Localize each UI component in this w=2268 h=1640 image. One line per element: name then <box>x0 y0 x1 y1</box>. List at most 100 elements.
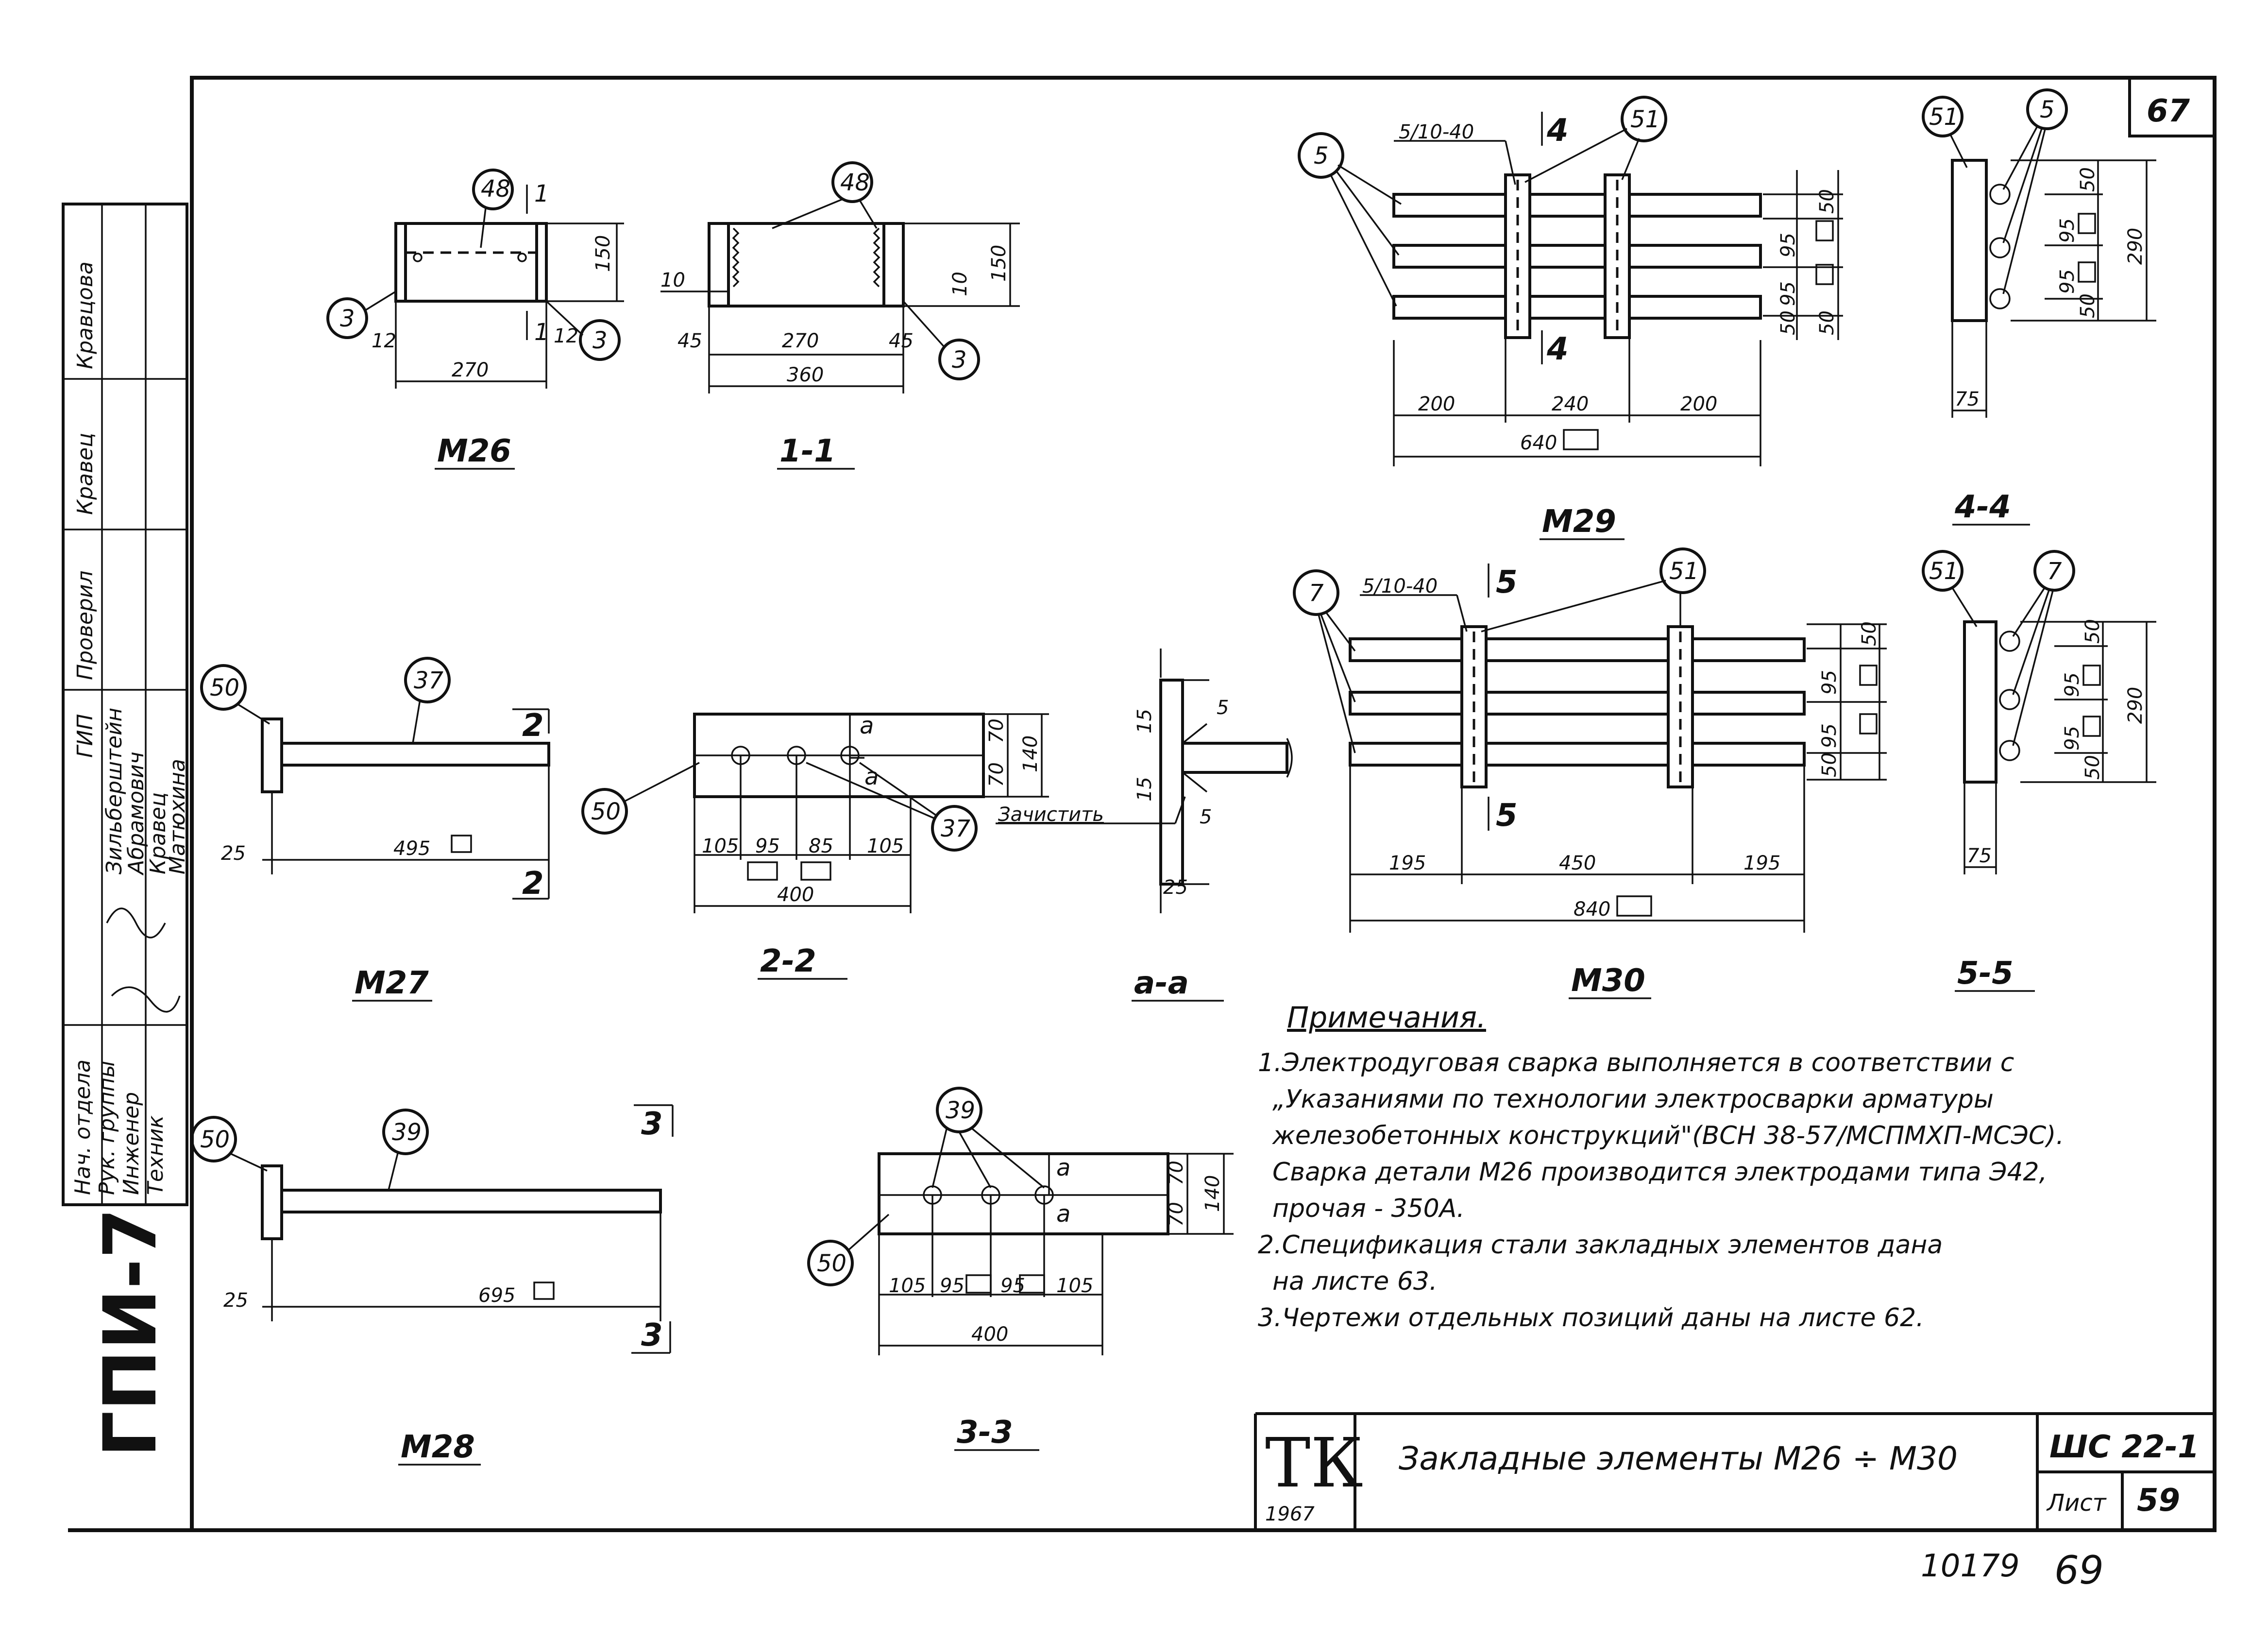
m26-title: М26 <box>437 433 511 469</box>
s1-dim-45a: 45 <box>677 330 702 352</box>
view-section-5-5: 75 290 50 95 95 50 51 7 5-5 <box>1922 550 2156 992</box>
s3-dim-1: 105 <box>889 1275 926 1297</box>
s5-title: 5-5 <box>1957 956 2014 991</box>
s2-dim-2: 95 <box>755 835 780 857</box>
m26-callout-3b: 3 <box>592 327 608 354</box>
s3-title: 3-3 <box>957 1415 1013 1451</box>
m29-callout-5: 5 <box>1314 142 1329 170</box>
m30-callout-7: 7 <box>1309 580 1324 607</box>
s4-title: 4-4 <box>1954 489 2011 525</box>
view-section-a-a: Зачистить 15 15 25 5 5 а-а <box>996 649 1293 1002</box>
view-section-2-2: 105 95 85 105 400 70 70 140 а а 50 37 2-… <box>581 712 1049 980</box>
m29-callout-51: 51 <box>1630 106 1660 133</box>
m28-callout-50: 50 <box>200 1126 230 1153</box>
m30-dim-450: 450 <box>1559 852 1596 874</box>
m28-callout-39: 39 <box>392 1119 422 1146</box>
m29-dim-spacing: 5/10-40 <box>1399 121 1474 143</box>
m27-title: М27 <box>355 965 429 1001</box>
m30-title: М30 <box>1571 963 1645 999</box>
s4-callout-5: 5 <box>2040 96 2055 123</box>
aa-dim-15a: 15 <box>1134 709 1156 734</box>
m30-callout-51: 51 <box>1669 558 1699 585</box>
drawing-title: Закладные элементы М26 ÷ М30 <box>1399 1440 1958 1477</box>
s2-dim-4: 105 <box>867 835 904 857</box>
cut-mark-3-top: 3 <box>641 1106 663 1142</box>
cut-mark-1-top: 1 <box>534 180 549 207</box>
signature-marks <box>106 907 181 1013</box>
side-stamp-name-3: Кравец <box>146 792 170 874</box>
view-m27: 495 25 50 37 2 2 М27 <box>200 657 550 1002</box>
logo-mark: ТК <box>1265 1424 1363 1503</box>
s1-dim-10a: 10 <box>660 269 685 291</box>
corner-box <box>2128 76 2216 137</box>
m27-dim-25: 25 <box>221 842 246 865</box>
m27-callout-50: 50 <box>210 674 239 701</box>
side-stamp-role-1: Нач. отдела <box>70 1059 95 1195</box>
note-line-6: 2.Спецификация стали закладных элементов… <box>1258 1230 1943 1260</box>
s3-dim-3: 95 <box>1000 1275 1025 1297</box>
view-m26: 270 12 12 150 48 3 3 1 1 М26 <box>326 169 624 470</box>
m26-callout-48: 48 <box>481 175 510 203</box>
s1-dim-h: 150 <box>988 245 1010 282</box>
s3-callout-50: 50 <box>817 1250 846 1277</box>
s5-dim-v4: 50 <box>2082 755 2104 780</box>
s5-dim-v3: 95 <box>2061 726 2083 751</box>
aa-dim-15b: 15 <box>1134 777 1156 802</box>
m28-dim-len: 695 <box>478 1284 515 1307</box>
sheet-number: 59 <box>2137 1483 2180 1519</box>
s4-callout-51: 51 <box>1929 103 1959 131</box>
s3-dim-140: 140 <box>1202 1175 1224 1212</box>
cut-mark-5-bottom: 5 <box>1496 798 1518 834</box>
m30-dim-total: 840 <box>1574 898 1610 921</box>
s4-dim-v1: 50 <box>2077 167 2099 192</box>
side-stamp-name-4: Матюхина <box>165 759 190 874</box>
s2-dim-70a: 70 <box>985 718 1008 743</box>
cut-mark-a3-top: а <box>1056 1154 1070 1181</box>
cut-mark-a-bottom: а <box>864 763 879 790</box>
m30-dim-195b: 195 <box>1743 852 1780 874</box>
aa-title: а-а <box>1134 965 1189 1001</box>
s1-dim-270: 270 <box>782 330 819 352</box>
view-section-1-1: 45 270 45 360 10 150 10 48 3 1-1 <box>660 161 1020 470</box>
series-code: ШС 22-1 <box>2049 1429 2199 1465</box>
s1-callout-48: 48 <box>840 169 870 196</box>
notes-heading: Примечания. <box>1287 1001 1486 1035</box>
m29-title: М29 <box>1542 504 1616 540</box>
m30-dim-v4: 50 <box>1818 752 1841 777</box>
m26-callout-3a: 3 <box>340 305 355 332</box>
note-line-2: „Указаниями по технологии электросварки … <box>1272 1085 1994 1114</box>
s1-callout-3: 3 <box>952 346 967 374</box>
cut-mark-a-top: а <box>860 712 874 739</box>
s1-dim-45b: 45 <box>889 330 914 352</box>
s4-dim-75: 75 <box>1955 388 1980 410</box>
side-stamp-name-1: Зильберштейн <box>102 708 127 874</box>
s3-dim-total: 400 <box>971 1323 1008 1346</box>
s3-dim-70b: 70 <box>1165 1202 1187 1227</box>
note-line-1: 1.Электродуговая сварка выполняется в со… <box>1258 1048 2014 1077</box>
s4-dim-290: 290 <box>2124 228 2147 265</box>
s2-callout-37: 37 <box>941 815 971 842</box>
cut-mark-2-bottom: 2 <box>522 866 544 902</box>
cut-mark-1-bottom: 1 <box>534 319 549 346</box>
view-section-4-4: 75 290 50 95 95 50 51 5 4-4 <box>1922 88 2156 526</box>
s1-dim-10b: 10 <box>949 272 971 296</box>
side-stamp-checked-name: Кравец <box>73 433 98 515</box>
note-line-5: прочая - 350А. <box>1272 1194 1465 1223</box>
m28-dim-25: 25 <box>223 1289 248 1312</box>
aa-label-clean: Зачистить <box>998 803 1104 826</box>
side-stamp-role-2: Рук. группы <box>95 1061 119 1195</box>
aa-dim-5b: 5 <box>1200 806 1212 828</box>
m29-dim-v1: 50 <box>1816 189 1838 214</box>
side-stamp-name-2: Абрамович <box>124 752 149 876</box>
s5-dim-75: 75 <box>1967 845 1992 867</box>
m28-title: М28 <box>401 1429 475 1465</box>
m29-dim-v4: 50 <box>1777 310 1799 335</box>
title-block: ТК 1967 Закладные элементы М26 ÷ М30 ШС … <box>1254 1412 2215 1530</box>
side-stamp-gip: ГИП <box>73 714 98 758</box>
s5-dim-v2: 95 <box>2061 672 2083 697</box>
m30-dim-spacing: 5/10-40 <box>1362 575 1438 598</box>
view-m30: 195 450 195 840 5/10-40 50 95 95 50 5 5 … <box>1293 547 1887 999</box>
cut-mark-4-bottom: 4 <box>1546 331 1569 367</box>
m27-dim-len: 495 <box>393 837 430 860</box>
